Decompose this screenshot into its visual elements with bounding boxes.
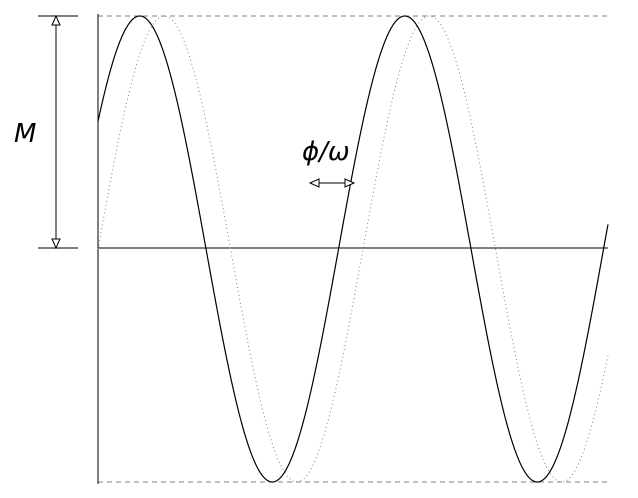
phase-shift-arrow xyxy=(308,178,356,188)
phase-shift-label: ϕ/ω xyxy=(302,137,350,167)
reference-curve-dotted xyxy=(97,15,609,483)
amplitude-arrow xyxy=(51,14,61,250)
response-curve-solid xyxy=(97,15,609,483)
amplitude-label: M xyxy=(14,119,36,149)
